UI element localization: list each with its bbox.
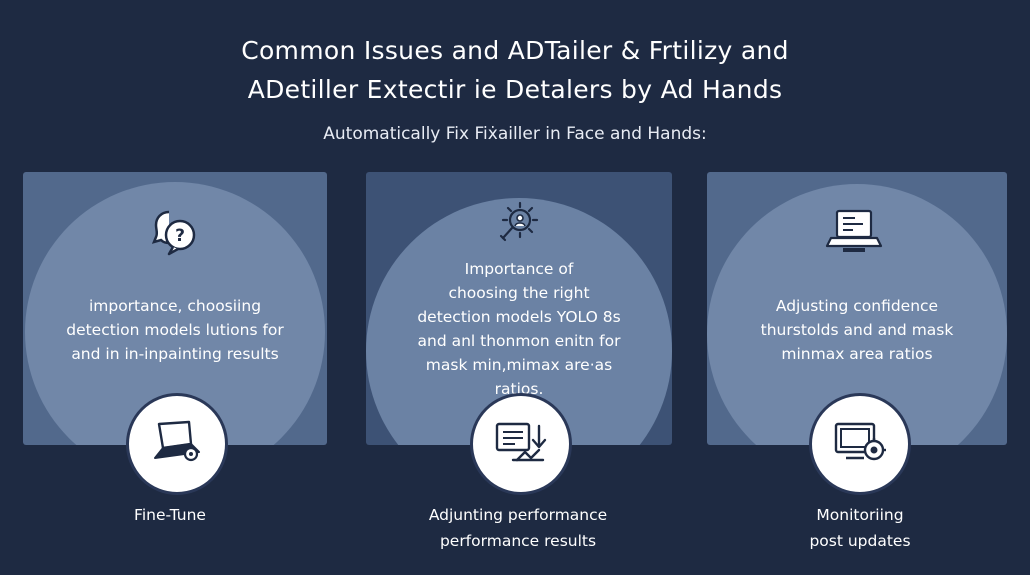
- page-subtitle: Automatically Fix Fiẋailler in Face and…: [323, 124, 707, 144]
- panel-text-line: and in in-inpainting results: [71, 345, 279, 363]
- monitor-gear-icon: [832, 420, 888, 468]
- step-caption-2: Adjunting performance performance result…: [388, 502, 648, 554]
- caption-line: performance results: [439, 532, 597, 550]
- panel-text-line: and anl thonmon enitn for: [417, 332, 621, 350]
- panel-description: Adjusting confidence thurstolds and and …: [717, 294, 997, 366]
- caption-line: post updates: [809, 532, 911, 550]
- panel-description: Importance of choosing the right detecti…: [376, 257, 662, 401]
- panel-text-line: detection models YOLO 8s: [417, 308, 621, 326]
- panel-text-line: detection models lutions for: [66, 321, 284, 339]
- panel-text-line: thurstolds and and mask: [760, 321, 954, 339]
- caption-line: Adjunting performance: [428, 506, 608, 524]
- panel-text-line: minmax area ratios: [781, 345, 933, 363]
- step-caption-1: Fine-Tune: [70, 502, 270, 528]
- panel-description: importance, choosiing detection models l…: [33, 294, 317, 366]
- panel-text-line: choosing the right: [448, 284, 590, 302]
- svg-text:?: ?: [175, 226, 185, 246]
- laptop-tool-icon: [149, 420, 205, 468]
- target-search-icon: [496, 200, 542, 250]
- step-badge-1: [126, 393, 228, 495]
- document-check-icon: [493, 420, 549, 468]
- question-bubble-icon: ?: [149, 208, 201, 262]
- panel-text-line: Importance of: [464, 260, 574, 278]
- panel-text-line: mask min,mimax are·as: [425, 356, 613, 374]
- step-caption-3: Monitoriing post updates: [740, 502, 980, 554]
- panel-text-line: Adjusting confidence: [775, 297, 939, 315]
- panel-text-line: importance, choosiing: [88, 297, 262, 315]
- caption-line: Monitoriing: [816, 506, 904, 524]
- laptop-settings-icon: [825, 208, 885, 260]
- page-title-line-2: ADetiller Extectir ie Detalers by Ad Han…: [247, 75, 783, 104]
- step-badge-2: [470, 393, 572, 495]
- caption-line: Fine-Tune: [134, 506, 206, 524]
- step-badge-3: [809, 393, 911, 495]
- page-title-line-1: Common Issues and ADTailer & Frtilizy an…: [241, 36, 789, 65]
